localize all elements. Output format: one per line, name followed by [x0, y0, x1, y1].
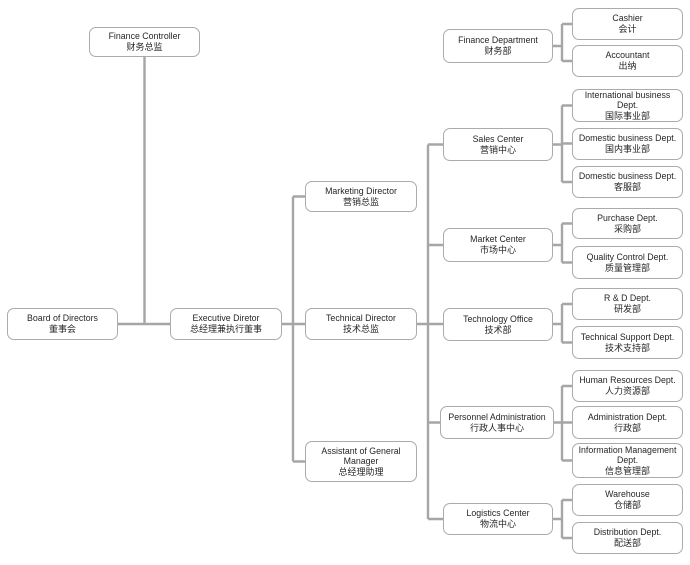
- node-label-en: Logistics Center: [466, 508, 530, 518]
- node-label-zh: 技术支持部: [604, 342, 650, 353]
- node-label-zh: 技术总监: [342, 324, 379, 334]
- node-label-zh: 行政人事中心: [469, 422, 524, 433]
- node-sales-center: Sales Center 营销中心: [443, 128, 553, 161]
- node-marketing-director: Marketing Director 营销总监: [305, 181, 417, 212]
- node-cashier: Cashier 会计: [572, 8, 683, 40]
- node-label-en: Distribution Dept.: [593, 527, 662, 537]
- node-label-zh: 出纳: [618, 61, 637, 71]
- node-label-zh: 财务部: [484, 46, 512, 56]
- node-label-zh: 技术部: [484, 324, 512, 335]
- node-label-zh: 总经理兼执行董事: [189, 324, 262, 334]
- node-label-zh: 国际事业部: [604, 110, 650, 121]
- node-customer-service-dept: Domestic business Dept. 客服部: [572, 166, 683, 198]
- node-human-resources-dept: Human Resources Dept. 人力资源部: [572, 370, 683, 402]
- node-label-en: Warehouse: [605, 489, 650, 499]
- node-label-zh: 物流中心: [479, 519, 516, 529]
- node-label-en: Finance Department: [458, 35, 538, 45]
- node-international-business-dept: International business Dept. 国际事业部: [572, 89, 683, 122]
- node-label-zh: 仓储部: [613, 500, 641, 510]
- node-personnel-administration: Personnel Administration 行政人事中心: [440, 406, 554, 439]
- node-label-en: Board of Directors: [27, 313, 98, 323]
- node-quality-control-dept: Quality Control Dept. 质量管理部: [572, 246, 683, 279]
- node-label-zh: 营销总监: [342, 196, 379, 207]
- node-finance-department: Finance Department 财务部: [443, 29, 553, 63]
- node-information-management-dept: Information Management Dept. 信息管理部: [572, 443, 683, 478]
- node-label-en: Administration Dept.: [587, 411, 668, 422]
- connector-path: [118, 22, 572, 540]
- node-executive-director: Executive Diretor 总经理兼执行董事: [170, 308, 282, 340]
- node-label-en: Assistant of General Manager: [321, 445, 401, 466]
- node-label-zh: 质量管理部: [604, 262, 650, 273]
- node-label-zh: 客服部: [613, 182, 641, 192]
- node-domestic-business-dept: Domestic business Dept. 国内事业部: [572, 128, 683, 160]
- node-purchase-dept: Purchase Dept. 采购部: [572, 208, 683, 239]
- node-rd-dept: R & D Dept. 研发部: [572, 288, 683, 320]
- node-label-en: Purchase Dept.: [597, 212, 658, 223]
- node-logistics-center: Logistics Center 物流中心: [443, 503, 553, 535]
- node-label-zh: 会计: [618, 24, 637, 34]
- node-label-en: Marketing Director: [325, 185, 397, 196]
- node-technical-director: Technical Director 技术总监: [305, 308, 417, 340]
- node-market-center: Market Center 市场中心: [443, 228, 553, 262]
- node-label-en: Domestic business Dept.: [578, 133, 677, 143]
- node-label-zh: 市场中心: [479, 245, 516, 255]
- node-label-en: Information Management Dept.: [578, 444, 677, 465]
- node-technical-support-dept: Technical Support Dept. 技术支持部: [572, 326, 683, 359]
- node-label-en: Cashier: [612, 13, 643, 23]
- node-label-zh: 采购部: [613, 223, 641, 234]
- node-distribution-dept: Distribution Dept. 配送部: [572, 522, 683, 554]
- node-label-zh: 营销中心: [479, 144, 516, 155]
- node-label-en: International business Dept.: [584, 89, 671, 110]
- node-assistant-general-manager: Assistant of General Manager 总经理助理: [305, 441, 417, 482]
- node-label-zh: 董事会: [48, 324, 76, 334]
- node-label-en: Technical Support Dept.: [580, 331, 675, 342]
- node-administration-dept: Administration Dept. 行政部: [572, 406, 683, 439]
- node-label-zh: 研发部: [613, 304, 641, 314]
- node-finance-controller: Finance Controller 财务总监: [89, 27, 200, 57]
- node-label-zh: 国内事业部: [604, 144, 650, 154]
- node-accountant: Accountant 出纳: [572, 45, 683, 77]
- node-label-en: R & D Dept.: [604, 293, 651, 303]
- node-label-zh: 人力资源部: [604, 386, 650, 396]
- node-label-en: Finance Controller: [108, 31, 181, 41]
- node-label-en: Quality Control Dept.: [586, 251, 669, 262]
- node-label-en: Personnel Administration: [448, 411, 546, 422]
- node-board-of-directors: Board of Directors 董事会: [7, 308, 118, 340]
- node-label-en: Technology Office: [463, 313, 533, 324]
- node-technology-office: Technology Office 技术部: [443, 308, 553, 341]
- node-label-en: Market Center: [470, 234, 526, 244]
- node-label-en: Executive Diretor: [192, 313, 260, 323]
- node-label-zh: 财务总监: [126, 42, 163, 52]
- node-label-en: Accountant: [605, 50, 650, 60]
- node-label-zh: 配送部: [613, 538, 641, 548]
- node-warehouse: Warehouse 仓储部: [572, 484, 683, 516]
- node-label-zh: 信息管理部: [604, 465, 650, 476]
- node-label-en: Human Resources Dept.: [579, 375, 676, 385]
- node-label-en: Technical Director: [326, 313, 396, 323]
- node-label-zh: 总经理助理: [338, 466, 384, 477]
- node-label-en: Domestic business Dept.: [578, 171, 677, 181]
- node-label-zh: 行政部: [613, 422, 641, 433]
- node-label-en: Sales Center: [472, 133, 524, 144]
